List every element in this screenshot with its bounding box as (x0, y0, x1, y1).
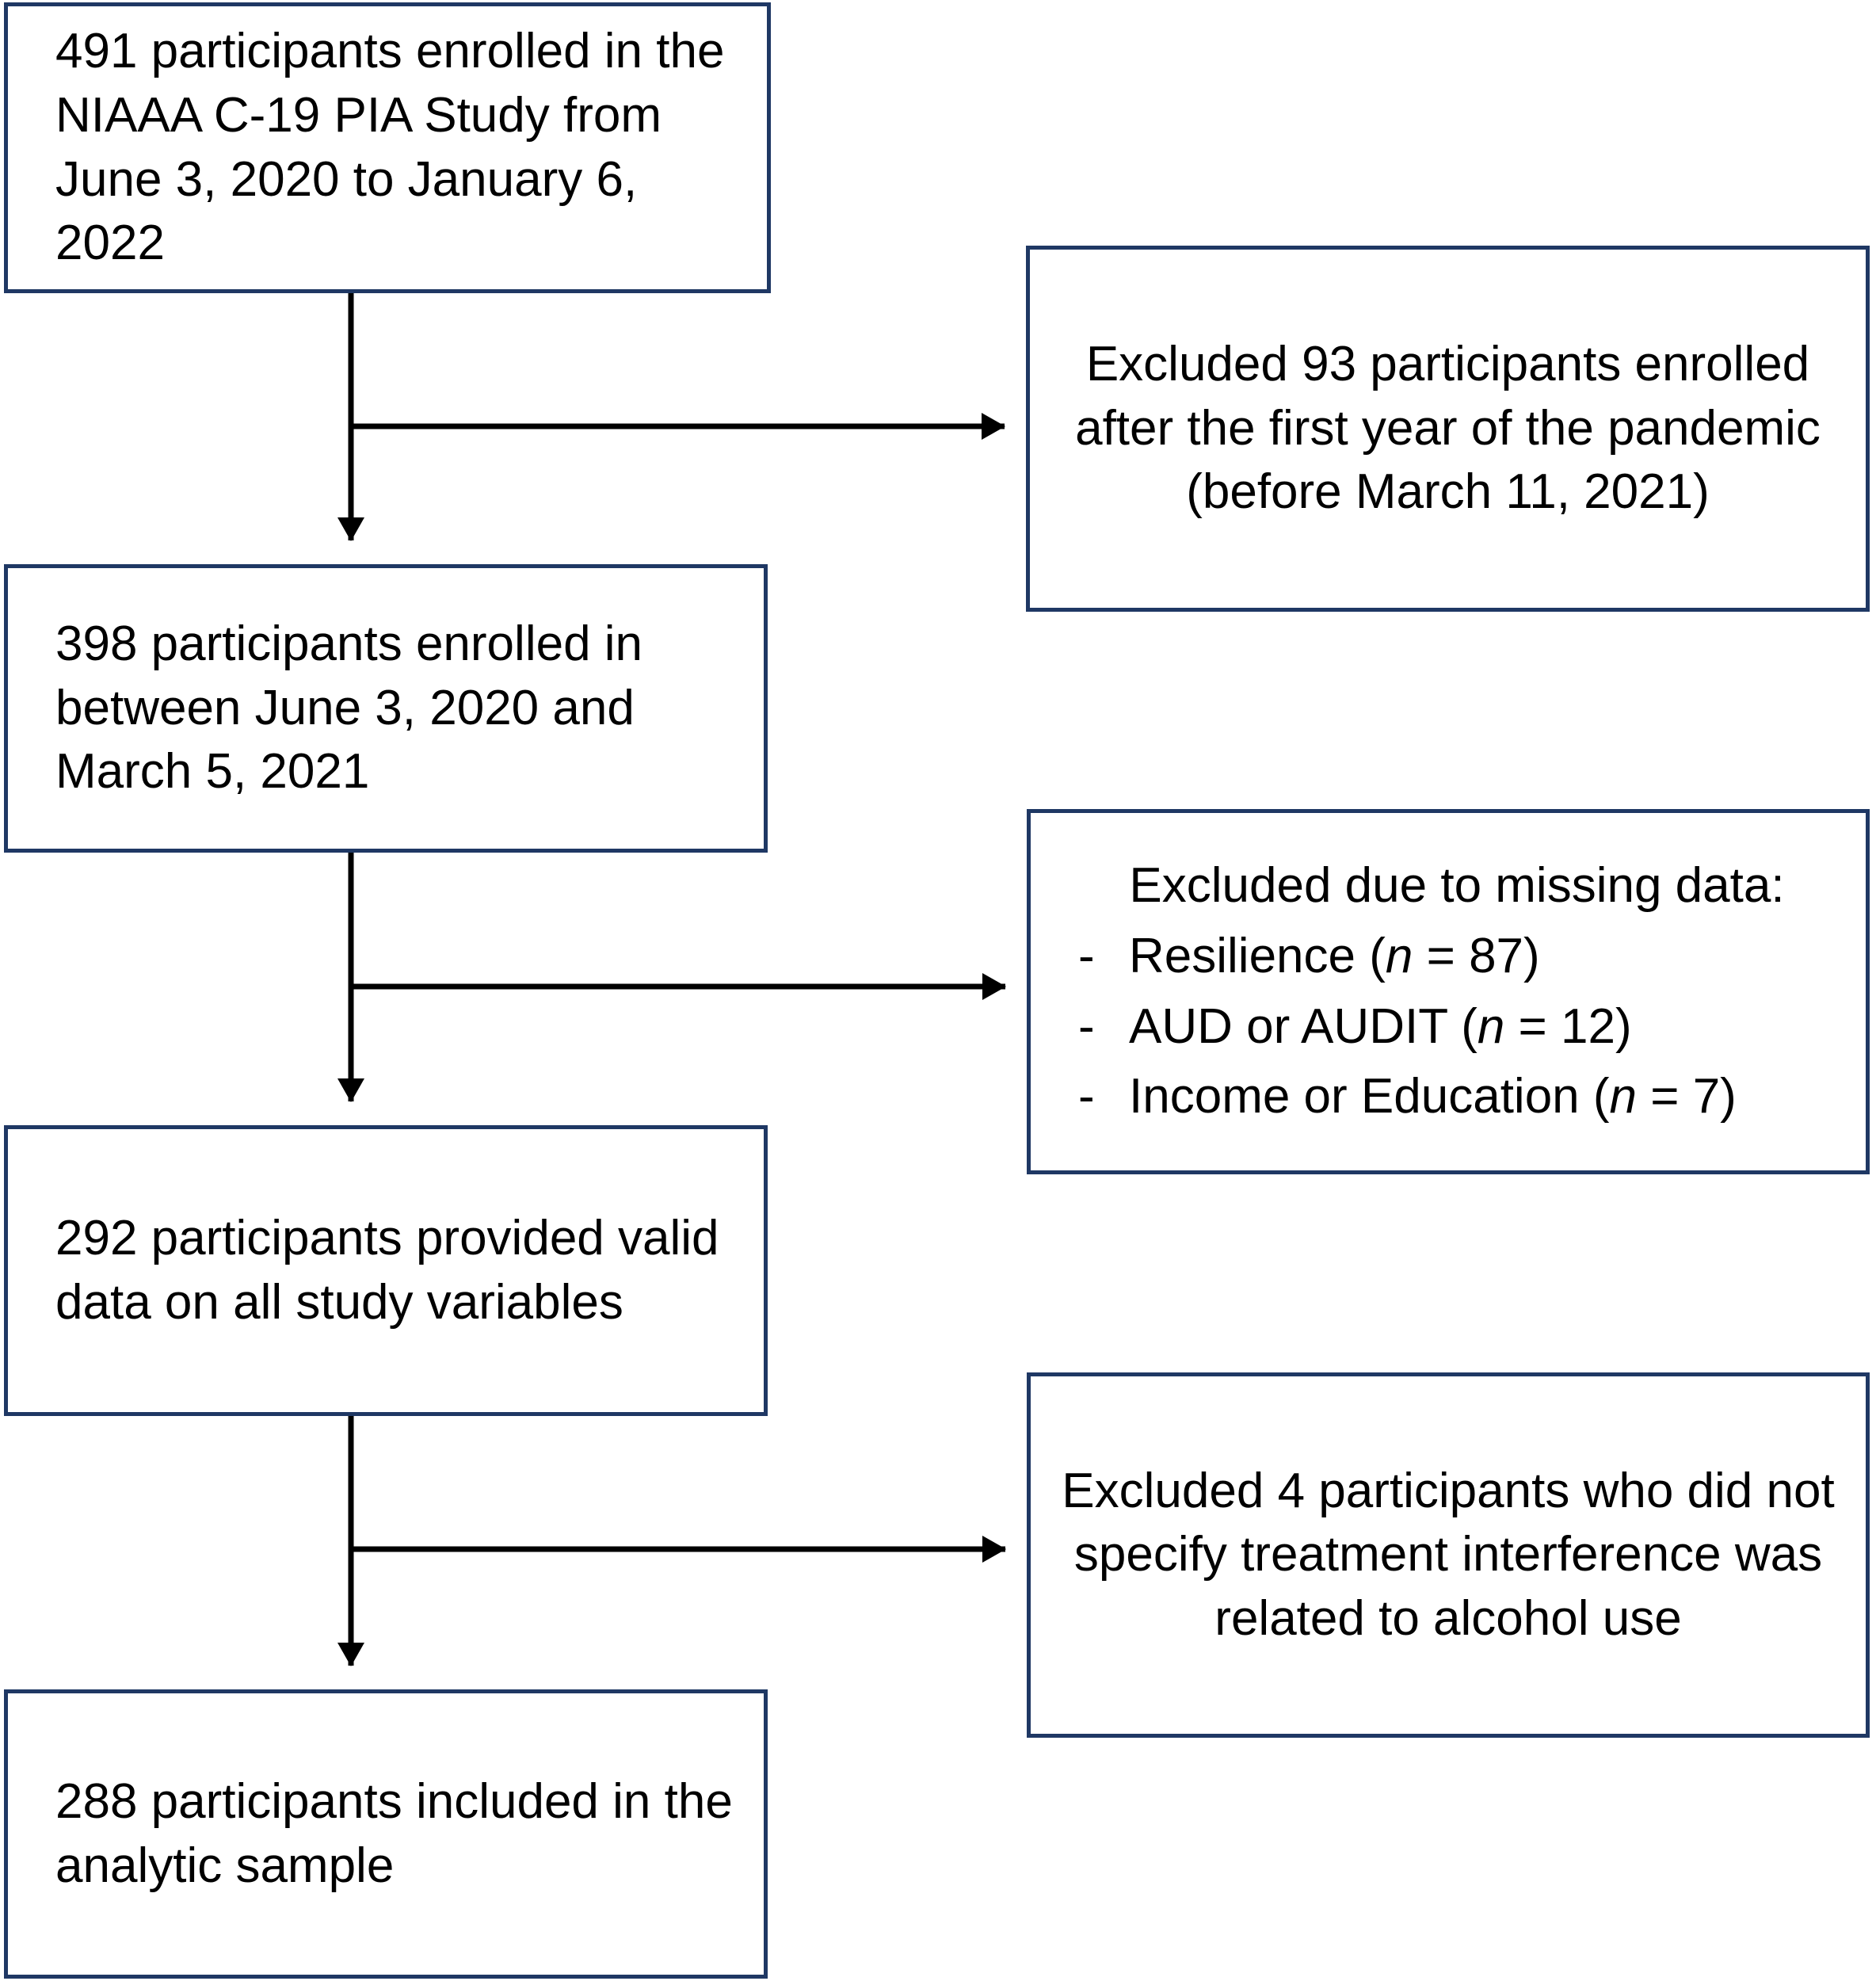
list-item-open-paren: ( (1369, 928, 1386, 983)
exclusion-late-enrollment-label: Excluded 93 participants enrolled after … (1075, 337, 1821, 520)
list-item: - AUD or AUDIT (n = 12) (1069, 995, 1845, 1059)
list-bullet: - (1078, 928, 1095, 983)
list-item-equals: = (1413, 928, 1470, 983)
list-item-equals: = (1637, 1069, 1693, 1124)
list-item-value: 87) (1469, 928, 1540, 983)
node-valid-data: 292 participants provided valid data on … (4, 1125, 768, 1416)
list-item-name: Resilience (1129, 928, 1356, 983)
exclusion-missing-data-title: Excluded due to missing data: (1129, 858, 1785, 914)
list-item-name: AUD or AUDIT (1129, 998, 1447, 1054)
list-item-name: Income or Education (1129, 1069, 1580, 1124)
node-analytic-sample: 288 participants included in the analyti… (4, 1689, 768, 1979)
node-enrolled-total: 491 participants enrolled in the NIAAA C… (4, 2, 771, 293)
node-valid-data-label: 292 participants provided valid data on … (55, 1210, 719, 1330)
list-item: - Income or Education (n = 7) (1069, 1065, 1845, 1129)
exclusion-missing-data-list: Excluded due to missing data: - Resilien… (1051, 854, 1845, 1128)
exclusion-unspecified-interference: Excluded 4 participants who did not spec… (1027, 1372, 1870, 1738)
list-item-text: Income or Education (n = 7) (1129, 1065, 1845, 1129)
exclusion-late-enrollment: Excluded 93 participants enrolled after … (1026, 246, 1870, 612)
list-item-value: 12) (1561, 998, 1632, 1054)
list-item-equals: = (1504, 998, 1561, 1054)
list-item-text: AUD or AUDIT (n = 12) (1129, 995, 1845, 1059)
list-item-text: Resilience (n = 87) (1129, 925, 1845, 989)
exclusion-unspecified-interference-label: Excluded 4 participants who did not spec… (1062, 1463, 1835, 1646)
list-item: - Resilience (n = 87) (1069, 925, 1845, 989)
node-enrolled-first-year-label: 398 participants enrolled in between Jun… (55, 616, 643, 800)
list-item-stat-symbol: n (1385, 928, 1413, 983)
list-item-value: 7) (1692, 1069, 1737, 1124)
exclusion-missing-data: Excluded due to missing data: - Resilien… (1027, 809, 1870, 1174)
list-item-stat-symbol: n (1477, 998, 1505, 1054)
node-enrolled-total-label: 491 participants enrolled in the NIAAA C… (55, 24, 725, 271)
list-item-open-paren: ( (1461, 998, 1478, 1054)
list-bullet: - (1078, 1069, 1095, 1124)
node-enrolled-first-year: 398 participants enrolled in between Jun… (4, 564, 768, 853)
list-item-open-paren: ( (1592, 1069, 1610, 1124)
node-analytic-sample-label: 288 participants included in the analyti… (55, 1773, 733, 1893)
list-bullet: - (1078, 998, 1095, 1054)
list-item-stat-symbol: n (1609, 1069, 1638, 1124)
